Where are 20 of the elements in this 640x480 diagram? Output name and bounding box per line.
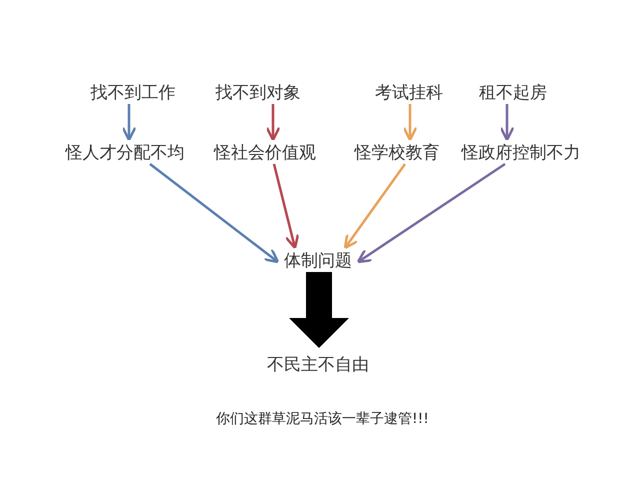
arrow: [356, 162, 506, 264]
arrow: [402, 104, 418, 142]
arrow: [344, 163, 406, 250]
node-text: 怪政府控制不力: [451, 140, 591, 164]
node-text: 怪学校教育: [349, 140, 445, 164]
arrow: [122, 104, 136, 142]
arrow: [500, 104, 514, 142]
node-text: 体制问题: [278, 248, 358, 272]
node-text: 不民主不自由: [263, 348, 373, 380]
node-text: 找不到对象: [210, 80, 306, 104]
block-arrow: [289, 272, 349, 348]
node-text: 怪社会价值观: [208, 140, 322, 164]
node-text: 怪人才分配不均: [59, 140, 191, 164]
node-text: 考试挂科: [370, 80, 448, 104]
node-text: 找不到工作: [85, 80, 181, 104]
note-text: 你们这群草泥马活该一辈子逮管!!!: [216, 410, 429, 428]
node-text: 租不起房: [474, 80, 552, 104]
arrow: [266, 104, 280, 142]
arrow: [272, 164, 300, 250]
arrow: [149, 163, 280, 264]
